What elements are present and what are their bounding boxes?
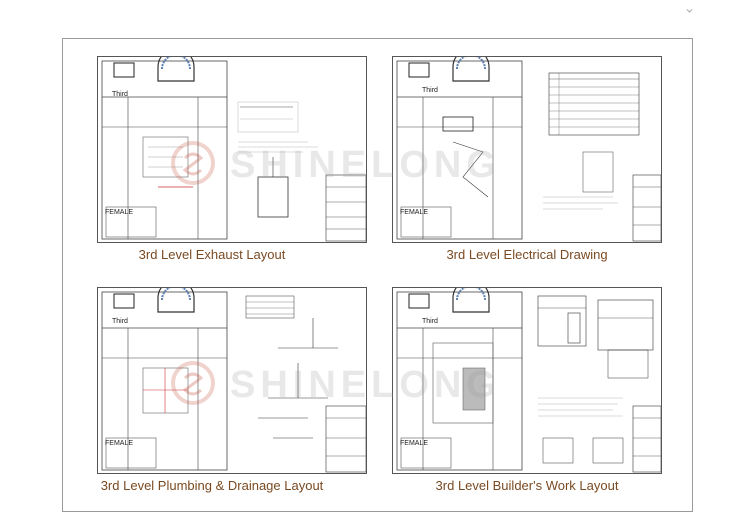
room-label: Third [422, 87, 438, 94]
electrical-drawing-svg [396, 57, 661, 242]
corner-mark [686, 6, 693, 13]
drawing-plumbing-drainage[interactable]: Third FEMALE [97, 287, 367, 474]
exhaust-drawing-svg [101, 57, 366, 242]
drawing-electrical[interactable]: Third FEMALE [392, 56, 662, 243]
room-label: Third [112, 91, 128, 98]
drawing-builders-work[interactable]: Third FEMALE [392, 287, 662, 474]
female-label: FEMALE [400, 209, 429, 216]
female-label: FEMALE [400, 440, 429, 447]
room-label: Third [422, 318, 438, 325]
builders-work-drawing-svg [396, 288, 661, 473]
plumbing-drawing-svg [101, 288, 366, 473]
caption-electrical: 3rd Level Electrical Drawing [446, 247, 608, 262]
female-label: FEMALE [105, 440, 134, 447]
drawing-exhaust-layout[interactable]: Third FEMALE [97, 56, 367, 243]
caption-builders-work: 3rd Level Builder's Work Layout [435, 478, 619, 493]
caption-exhaust: 3rd Level Exhaust Layout [138, 247, 286, 262]
caption-plumbing: 3rd Level Plumbing & Drainage Layout [100, 478, 324, 493]
female-label: FEMALE [105, 209, 134, 216]
room-label: Third [112, 318, 128, 325]
